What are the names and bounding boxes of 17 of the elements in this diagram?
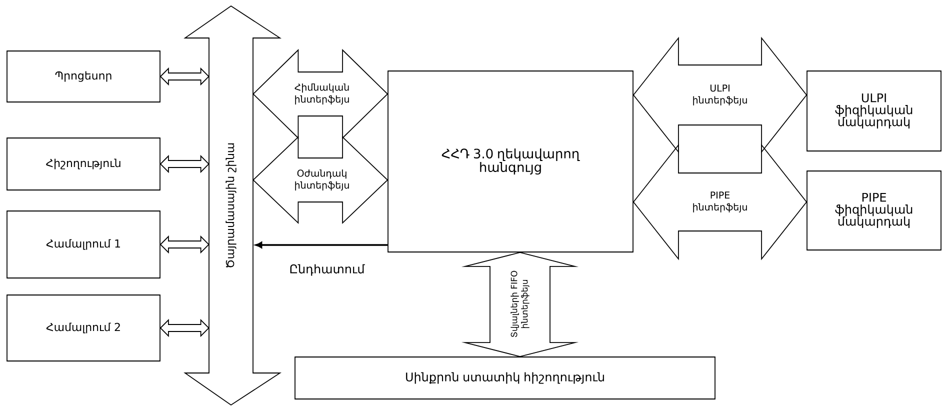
process-box: Համալրում 2 — [6, 294, 160, 362]
interface-arrow — [252, 136, 388, 224]
edge-label: Տվյալների FIFO ինտերֆեյս — [510, 266, 530, 342]
process-box: Սինքրոն ստատիկ հիշողություն — [294, 356, 716, 400]
process-box: ULPI ֆիզիկական մակարդակ — [806, 70, 942, 152]
interface-arrow — [252, 48, 388, 140]
edge-label: PIPE ինտերֆեյս — [688, 190, 752, 214]
process-box: Համալրում 1 — [6, 210, 160, 278]
edge-label: Հիմնական ինտերֆեյս — [290, 82, 354, 106]
edge-label: ULPI ինտերֆեյս — [688, 84, 752, 106]
process-box: PIPE ֆիզիկական մակարդակ — [806, 170, 942, 250]
process-box: Հիշողություն — [6, 138, 160, 190]
arrow — [255, 242, 388, 248]
process-box: ՀՀԴ 3.0 ղեկավարող հանգույց — [388, 70, 634, 252]
process-box: Պրոցեսոր — [6, 50, 160, 102]
edge-label: Օժանդակ ինտերֆեյս — [290, 168, 354, 192]
edge-label: Ընդհատում — [288, 263, 366, 277]
